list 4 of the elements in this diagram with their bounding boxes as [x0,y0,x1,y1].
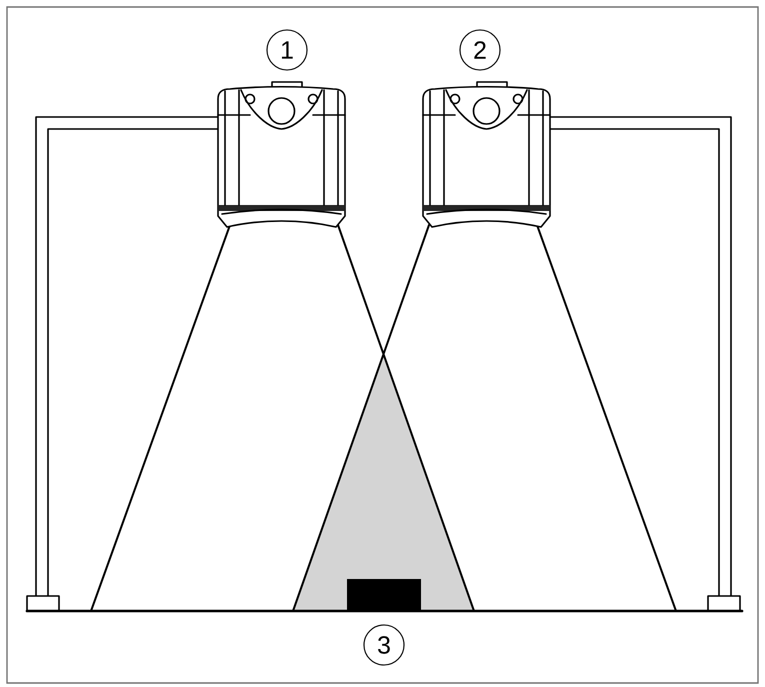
callout-number: 1 [266,29,308,71]
callout-number: 3 [363,624,405,666]
object-block [347,579,421,611]
callout-number: 2 [459,29,501,71]
